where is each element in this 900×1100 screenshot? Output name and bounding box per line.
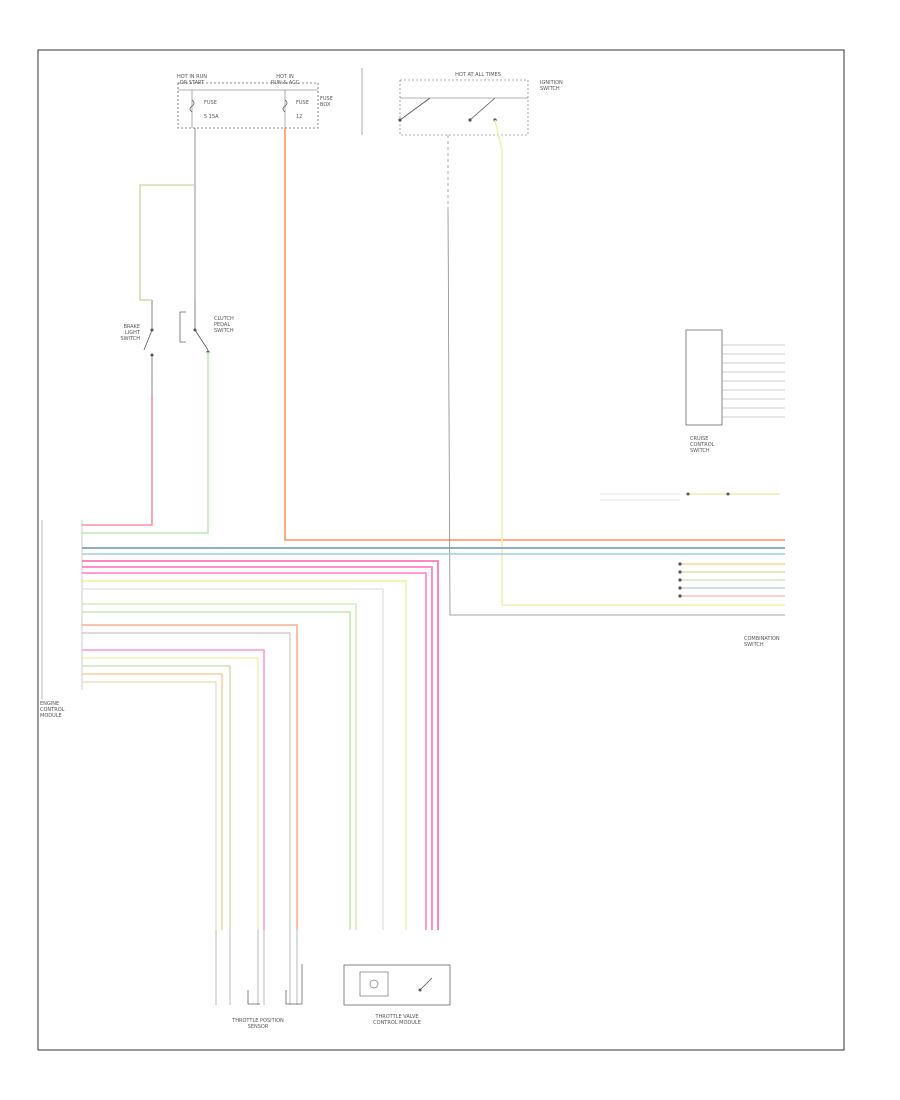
diagram-border bbox=[37, 49, 845, 1051]
ecm-label-2: CONTROL bbox=[40, 707, 65, 713]
throttle-position-sensor: THROTTLE POSITION SENSOR bbox=[215, 930, 303, 1030]
brake-light-switch-label-2: LIGHT bbox=[125, 330, 141, 336]
ecm-connector: ENGINE CONTROL MODULE bbox=[40, 520, 83, 719]
fuse-box-label: FUSE bbox=[320, 96, 333, 102]
throttle-sensor-label: THROTTLE POSITION bbox=[231, 1018, 284, 1024]
clutch-pedal-switch: CLUTCH PEDAL SWITCH bbox=[179, 300, 234, 354]
throttle-valve-control-module: THROTTLE VALVE CONTROL MODULE bbox=[343, 964, 451, 1026]
cruise-switch-label: CRUISE bbox=[690, 436, 708, 442]
ignition-switch-label: IGNITION bbox=[540, 80, 563, 86]
fuse-box-label-2: BOX bbox=[320, 102, 331, 108]
ignition-switch-label-2: SWITCH bbox=[540, 86, 560, 92]
ecm-label: ENGINE bbox=[40, 701, 59, 707]
clutch-pedal-switch-label-2: PEDAL bbox=[214, 322, 230, 328]
cruise-control-switch: CRUISE CONTROL SWITCH bbox=[685, 329, 785, 454]
brake-light-switch: BRAKE LIGHT SWITCH bbox=[120, 300, 154, 395]
throttle-body-label: THROTTLE VALVE bbox=[374, 1014, 418, 1020]
fuse-right-rating: 12 bbox=[296, 114, 302, 120]
throttle-body-label-2: CONTROL MODULE bbox=[373, 1020, 421, 1026]
clutch-pedal-switch-label: CLUTCH bbox=[214, 316, 234, 322]
fuse-left-label: FUSE bbox=[204, 100, 217, 106]
hot-run-acc-label-2: RUN & ACC bbox=[271, 80, 300, 86]
cruise-switch-label-2: CONTROL bbox=[690, 442, 715, 448]
fuse-right-label: FUSE bbox=[296, 100, 309, 106]
hot-run-start-label-2: OR START bbox=[180, 80, 205, 86]
combination-switch-label-2: SWITCH bbox=[744, 642, 764, 648]
ecm-bus-wires bbox=[82, 547, 785, 930]
ecm-label-3: MODULE bbox=[40, 713, 62, 719]
throttle-sensor-label-2: SENSOR bbox=[248, 1024, 269, 1030]
hot-run-start-label: HOT IN RUN bbox=[177, 74, 207, 80]
combination-switch-wires: COMBINATION SWITCH bbox=[678, 562, 785, 648]
cruise-legend-lines bbox=[600, 492, 780, 501]
clutch-pedal-switch-label-3: SWITCH bbox=[214, 328, 234, 334]
cruise-switch-label-3: SWITCH bbox=[690, 448, 710, 454]
brake-light-switch-label: BRAKE bbox=[123, 324, 140, 330]
fuse-box: HOT IN RUN OR START HOT IN RUN & ACC FUS… bbox=[177, 74, 333, 129]
hot-run-acc-label: HOT IN bbox=[276, 74, 294, 80]
brake-light-switch-label-3: SWITCH bbox=[120, 336, 140, 342]
upper-wires bbox=[82, 119, 785, 616]
combination-switch-label: COMBINATION bbox=[744, 636, 780, 642]
fuse-left-rating: 5 15A bbox=[204, 114, 219, 120]
hot-all-times-label: HOT AT ALL TIMES bbox=[455, 72, 501, 78]
ignition-switch: HOT AT ALL TIMES IGNITION SWITCH bbox=[361, 68, 563, 210]
